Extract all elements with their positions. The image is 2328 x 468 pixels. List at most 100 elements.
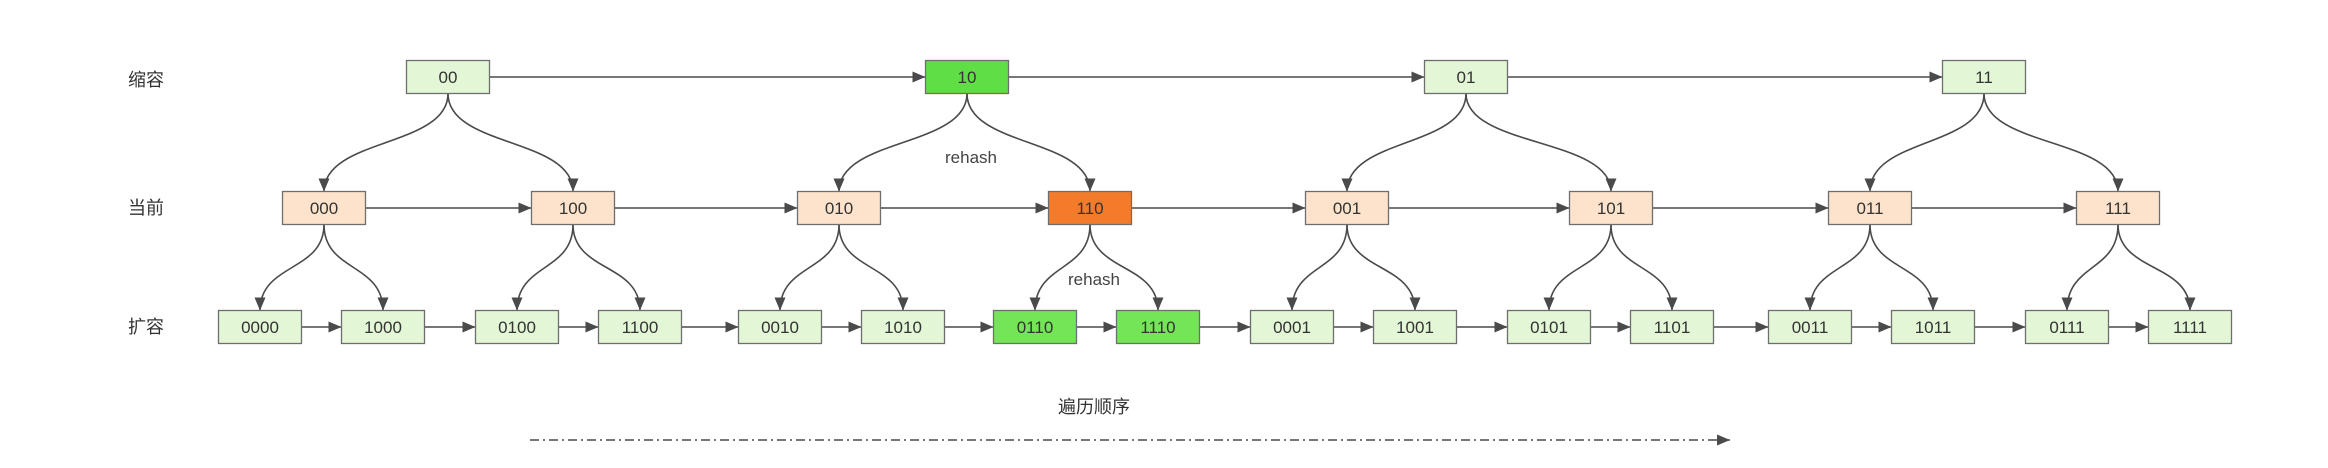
rehash-edge [1864,93,1985,192]
rehash-edge [318,93,449,192]
node-box [217,309,303,345]
node-box [2147,309,2233,345]
node-label: 010 [825,199,853,218]
node-expand-1110: 1110 [1115,309,1201,345]
rehash-edge [1341,93,1467,192]
node-box [1249,309,1335,345]
node-label: 100 [559,199,587,218]
node-label: 1010 [884,318,922,337]
rehash-label-bottom: rehash [1068,270,1120,289]
node-label: 000 [310,199,338,218]
node-current-001: 001 [1304,190,1390,226]
node-box [737,309,823,345]
rehash-edge [447,93,579,192]
rehash-edge [833,93,968,192]
node-box [597,309,683,345]
rehash-edge [838,224,909,311]
node-label: 0100 [498,318,536,337]
node-box [1372,309,1458,345]
rehash-edge [1804,224,1871,311]
node-expand-0100: 0100 [474,309,560,345]
node-box [1568,190,1654,226]
rehash-edge [1869,224,1939,311]
node-expand-0000: 0000 [217,309,303,345]
node-expand-1011: 1011 [1890,309,1976,345]
node-box [340,309,426,345]
node-box [1506,309,1592,345]
rehash-edge [2061,224,2119,311]
node-box [1115,309,1201,345]
node-box [2075,190,2161,226]
node-current-100: 100 [530,190,616,226]
node-expand-0010: 0010 [737,309,823,345]
node-box [530,190,616,226]
node-current-111: 111 [2075,190,2161,226]
rehash-edge [254,224,325,311]
rehash-edge [1610,224,1678,311]
node-label: 011 [1856,199,1883,218]
rehash-edge [572,224,646,311]
node-box [281,190,367,226]
node-shrink-10: 10 [924,59,1010,95]
node-label: 11 [1975,68,1993,87]
node-label: 1100 [622,318,659,337]
node-expand-1001: 1001 [1372,309,1458,345]
node-label: 110 [1076,199,1103,218]
rehash-edge [774,224,840,311]
node-box [796,190,882,226]
node-current-000: 000 [281,190,367,226]
node-shrink-00: 00 [405,59,491,95]
node-expand-0011: 0011 [1767,309,1853,345]
node-label: 01 [1457,68,1476,87]
rehash-edge [1286,224,1348,311]
node-box [1047,190,1133,226]
traversal-order-label: 遍历顺序 [1058,397,1130,418]
rehash-edge [1983,93,2124,192]
node-label: 00 [439,68,458,87]
node-label: 10 [958,68,977,87]
node-box [1941,59,2027,95]
node-box [2024,309,2110,345]
node-expand-0111: 0111 [2024,309,2110,345]
node-box [924,59,1010,95]
rehash-edge [966,93,1096,192]
node-label: 0000 [241,318,279,337]
node-box [1827,190,1913,226]
node-expand-0110: 0110 [992,309,1078,345]
node-box [1304,190,1390,226]
rehash-edge [1465,93,1617,192]
node-expand-1101: 1101 [1629,309,1715,345]
node-box [992,309,1078,345]
node-box [1767,309,1853,345]
node-expand-1111: 1111 [2147,309,2233,345]
node-box [1423,59,1509,95]
node-expand-1100: 1100 [597,309,683,345]
node-expand-0001: 0001 [1249,309,1335,345]
node-label: 0010 [761,318,799,337]
rehash-edge [511,224,574,311]
node-label: 1011 [1915,318,1952,337]
node-label: 1110 [1140,318,1175,337]
rehash-label-top: rehash [945,148,997,167]
rehash-edge [2117,224,2196,311]
node-expand-1010: 1010 [860,309,946,345]
node-label: 0001 [1273,318,1311,337]
node-box [474,309,560,345]
node-expand-1000: 1000 [340,309,426,345]
row-label-expand: 扩容 [128,317,164,338]
node-label: 0111 [2049,318,2084,337]
node-box [1890,309,1976,345]
node-current-011: 011 [1827,190,1913,226]
node-current-101: 101 [1568,190,1654,226]
node-label: 0110 [1017,318,1054,337]
rehash-edge [1346,224,1421,311]
node-box [1629,309,1715,345]
rehash-edge [1029,224,1091,311]
node-label: 1101 [1654,318,1691,337]
node-label: 0011 [1792,318,1829,337]
node-shrink-11: 11 [1941,59,2027,95]
row-label-current: 当前 [128,198,164,219]
edges [254,71,2196,333]
